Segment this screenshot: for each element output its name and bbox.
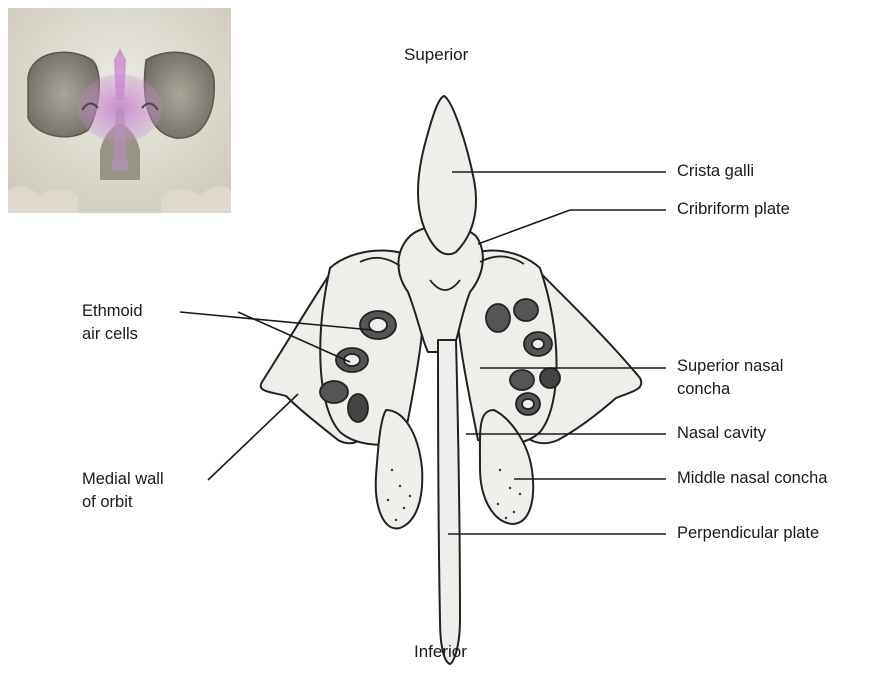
label-inferior: Inferior [414, 640, 467, 663]
label-crista-galli: Crista galli [677, 160, 754, 183]
leader-cribriform-plate [478, 210, 666, 244]
leader-medial-wall [208, 394, 298, 480]
skull-thumbnail [8, 8, 231, 213]
label-superior-nasal-concha-line1: Superior nasal [677, 355, 783, 378]
label-superior: Superior [404, 43, 468, 66]
label-medial-wall-line1: Medial wall [82, 468, 164, 491]
label-medial-wall-line2: of orbit [82, 491, 164, 514]
label-medial-wall-of-orbit: Medial wall of orbit [82, 468, 164, 514]
left-middle-nasal-concha [376, 410, 423, 528]
label-superior-nasal-concha-line2: concha [677, 378, 783, 401]
label-superior-nasal-concha: Superior nasal concha [677, 355, 783, 401]
label-ethmoid-air-cells-line2: air cells [82, 323, 143, 346]
label-ethmoid-air-cells-line1: Ethmoid [82, 300, 143, 323]
label-ethmoid-air-cells: Ethmoid air cells [82, 300, 143, 346]
ethmoid-bone-illustration [261, 96, 642, 664]
label-perpendicular-plate: Perpendicular plate [677, 522, 819, 545]
label-cribriform-plate: Cribriform plate [677, 198, 790, 221]
crista-galli [418, 96, 476, 254]
label-nasal-cavity: Nasal cavity [677, 422, 766, 445]
label-middle-nasal-concha: Middle nasal concha [677, 467, 827, 490]
perpendicular-plate [438, 340, 460, 664]
